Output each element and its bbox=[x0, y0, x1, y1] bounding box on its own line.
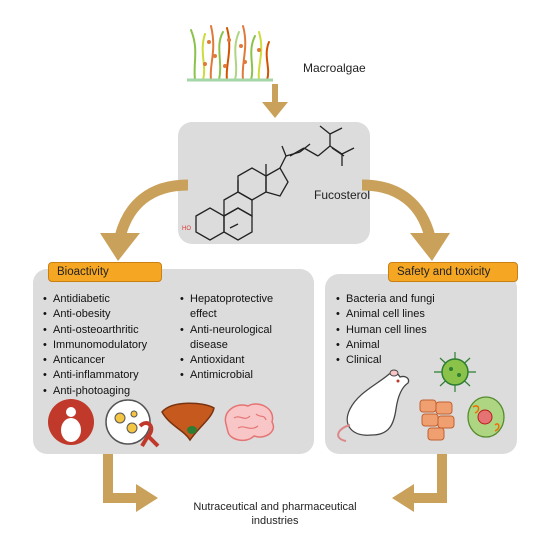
list-item: Immunomodulatory bbox=[43, 338, 147, 354]
macroalgae-icon bbox=[187, 25, 273, 82]
cancer-cell-icon bbox=[105, 399, 160, 448]
curved-arrow-right-icon bbox=[361, 179, 450, 261]
curved-arrow-left-icon bbox=[100, 179, 189, 261]
list-item: Antidiabetic bbox=[43, 292, 147, 308]
list-item-text: Anti-neurological bbox=[190, 323, 272, 336]
rat-icon bbox=[337, 369, 410, 442]
side-chain-icon bbox=[289, 125, 355, 166]
safety-list: Bacteria and fungi Animal cell lines Hum… bbox=[336, 292, 435, 369]
list-item: Anti-obesity bbox=[43, 307, 147, 323]
arrow-down-icon bbox=[262, 84, 288, 118]
industries-line-1: Nutraceutical and pharmaceutical bbox=[193, 501, 357, 513]
list-item: Anti-neurological disease bbox=[180, 323, 273, 354]
list-item-text: effect bbox=[190, 308, 217, 321]
list-item-text: disease bbox=[190, 338, 228, 351]
list-item: Anti-photoaging bbox=[43, 384, 147, 400]
list-item: Antioxidant bbox=[180, 353, 273, 369]
list-item: Human cell lines bbox=[336, 323, 435, 339]
arrow-right-bottom-icon bbox=[392, 454, 447, 512]
arrow-left-bottom-icon bbox=[103, 454, 158, 512]
list-item: Clinical bbox=[336, 353, 435, 369]
obesity-icon bbox=[48, 399, 94, 445]
list-item: Anti-inflammatory bbox=[43, 368, 147, 384]
industries-label: Nutraceutical and pharmaceutical industr… bbox=[160, 500, 390, 528]
fucosterol-label: Fucosterol bbox=[314, 188, 371, 202]
liver-icon bbox=[161, 402, 215, 442]
list-item: Bacteria and fungi bbox=[336, 292, 435, 308]
macroalgae-label: Macroalgae bbox=[303, 61, 366, 75]
list-item: Anticancer bbox=[43, 353, 147, 369]
cell-lines-icon bbox=[419, 399, 455, 441]
bioactivity-list-2: Hepatoprotective effect Anti-neurological… bbox=[180, 292, 273, 384]
bioactivity-tag: Bioactivity bbox=[48, 262, 162, 282]
bioactivity-list-1: Antidiabetic Anti-obesity Anti-osteoarth… bbox=[43, 292, 147, 399]
human-cell-icon bbox=[467, 396, 505, 438]
fucosterol-panel bbox=[178, 122, 370, 244]
svg-text:HO: HO bbox=[182, 226, 191, 232]
list-item: Hepatoprotective effect bbox=[180, 292, 273, 323]
list-item: Anti-osteoarthritic bbox=[43, 323, 147, 339]
brain-icon bbox=[224, 403, 275, 442]
list-item: Animal bbox=[336, 338, 435, 354]
bacteria-icon bbox=[434, 352, 476, 392]
list-item: Antimicrobial bbox=[180, 368, 273, 384]
list-item-text: Hepatoprotective bbox=[190, 293, 274, 305]
list-item: Animal cell lines bbox=[336, 307, 435, 323]
safety-tag: Safety and toxicity bbox=[388, 262, 518, 282]
industries-line-2: industries bbox=[251, 515, 299, 527]
